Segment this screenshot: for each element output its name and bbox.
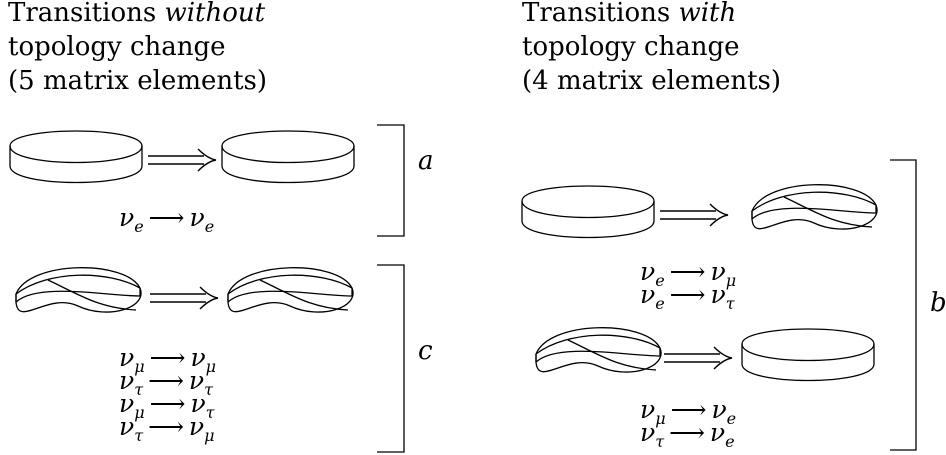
arrow-symbol: ⟶ [149, 343, 186, 372]
transition-row: ντ⟶νμ [119, 412, 216, 445]
heading-prefix: Transitions [522, 0, 679, 28]
transition-row: ντ⟶ντ [119, 366, 216, 399]
to-flavor: τ [205, 403, 215, 422]
ring-band-icon [741, 328, 875, 382]
nu-symbol: ν [640, 257, 656, 286]
to-flavor: μ [205, 357, 217, 376]
to-flavor: τ [204, 380, 213, 399]
heading-line-2: topology change [522, 32, 740, 62]
nu-symbol: ν [119, 366, 135, 395]
arrow-symbol: ⟶ [149, 389, 186, 418]
bracket-c [377, 264, 405, 453]
nu-symbol: ν [119, 412, 135, 441]
nu-symbol: ν [190, 389, 206, 418]
arrow-symbol: ⟶ [670, 395, 707, 424]
heading-prefix: Transitions [8, 0, 165, 28]
mobius-band-icon [535, 327, 662, 373]
heading-line-1: Transitions with [522, 0, 781, 30]
heading-line-3: (5 matrix elements) [8, 66, 268, 96]
to-flavor: μ [725, 271, 737, 290]
nu-symbol: ν [640, 395, 656, 424]
arrow-symbol: ⟶ [148, 366, 184, 395]
double-arrow-icon [659, 203, 729, 227]
label-b: b [930, 288, 946, 318]
mobius-band-icon [15, 267, 142, 313]
mobius-band-icon [751, 184, 878, 230]
nu-symbol: ν [710, 257, 726, 286]
ring-band-icon [221, 130, 355, 184]
arrow-symbol: ⟶ [669, 418, 705, 447]
transition-row: νμ⟶νe [640, 395, 736, 428]
nu-symbol: ν [188, 366, 205, 395]
nu-symbol: ν [188, 412, 205, 441]
nu-symbol: ν [640, 280, 656, 309]
heading-with-topology-change: Transitions with topology change (4 matr… [522, 0, 781, 98]
heading-line-1: Transitions without [8, 0, 267, 30]
arrow-symbol: ⟶ [669, 257, 706, 286]
from-flavor: τ [134, 426, 144, 445]
arrow-symbol: ⟶ [148, 203, 185, 232]
nu-symbol: ν [711, 395, 727, 424]
nu-symbol: ν [709, 418, 726, 447]
double-arrow-icon [147, 148, 217, 172]
to-flavor: e [725, 432, 735, 451]
bracket-a [377, 124, 405, 237]
transition-row: νe⟶νμ [640, 257, 736, 290]
nu-symbol: ν [190, 343, 206, 372]
nu-symbol: ν [119, 203, 135, 232]
to-flavor: τ [725, 294, 735, 313]
bracket-b [890, 159, 917, 451]
transition-row: νμ⟶ντ [119, 389, 216, 422]
heading-line-2: topology change [8, 32, 226, 62]
label-a: a [418, 146, 434, 176]
nu-symbol: ν [189, 203, 205, 232]
double-arrow-icon [663, 346, 733, 370]
to-flavor: e [726, 409, 737, 428]
arrow-symbol: ⟶ [669, 280, 706, 309]
transition-row: ντ⟶νe [640, 418, 736, 451]
nu-symbol: ν [640, 418, 656, 447]
heading-emphasis: without [164, 0, 266, 28]
from-flavor: τ [134, 380, 144, 399]
from-flavor: τ [655, 432, 665, 451]
nu-symbol: ν [119, 389, 135, 418]
transition-row: νe⟶νe [119, 203, 214, 236]
nu-symbol: ν [710, 280, 726, 309]
arrow-symbol: ⟶ [148, 412, 184, 441]
from-flavor: μ [134, 357, 145, 376]
equations-group-a: νe⟶νe [119, 203, 214, 236]
mobius-band-icon [227, 267, 354, 313]
heading-without-topology-change: Transitions without topology change (5 m… [8, 0, 267, 98]
nu-symbol: ν [119, 343, 135, 372]
to-flavor: μ [204, 426, 215, 445]
transition-row: νμ⟶νμ [119, 343, 216, 376]
ring-band-icon [9, 130, 143, 184]
transition-row: νe⟶ντ [640, 280, 736, 313]
double-arrow-icon [149, 286, 219, 310]
from-flavor: e [655, 271, 665, 290]
heading-emphasis: with [678, 0, 737, 28]
from-flavor: μ [655, 409, 666, 428]
to-flavor: e [204, 217, 215, 236]
from-flavor: μ [134, 403, 145, 422]
from-flavor: e [134, 217, 144, 236]
heading-line-3: (4 matrix elements) [522, 66, 782, 96]
label-c: c [418, 336, 433, 366]
ring-band-icon [521, 185, 655, 239]
from-flavor: e [655, 294, 665, 313]
